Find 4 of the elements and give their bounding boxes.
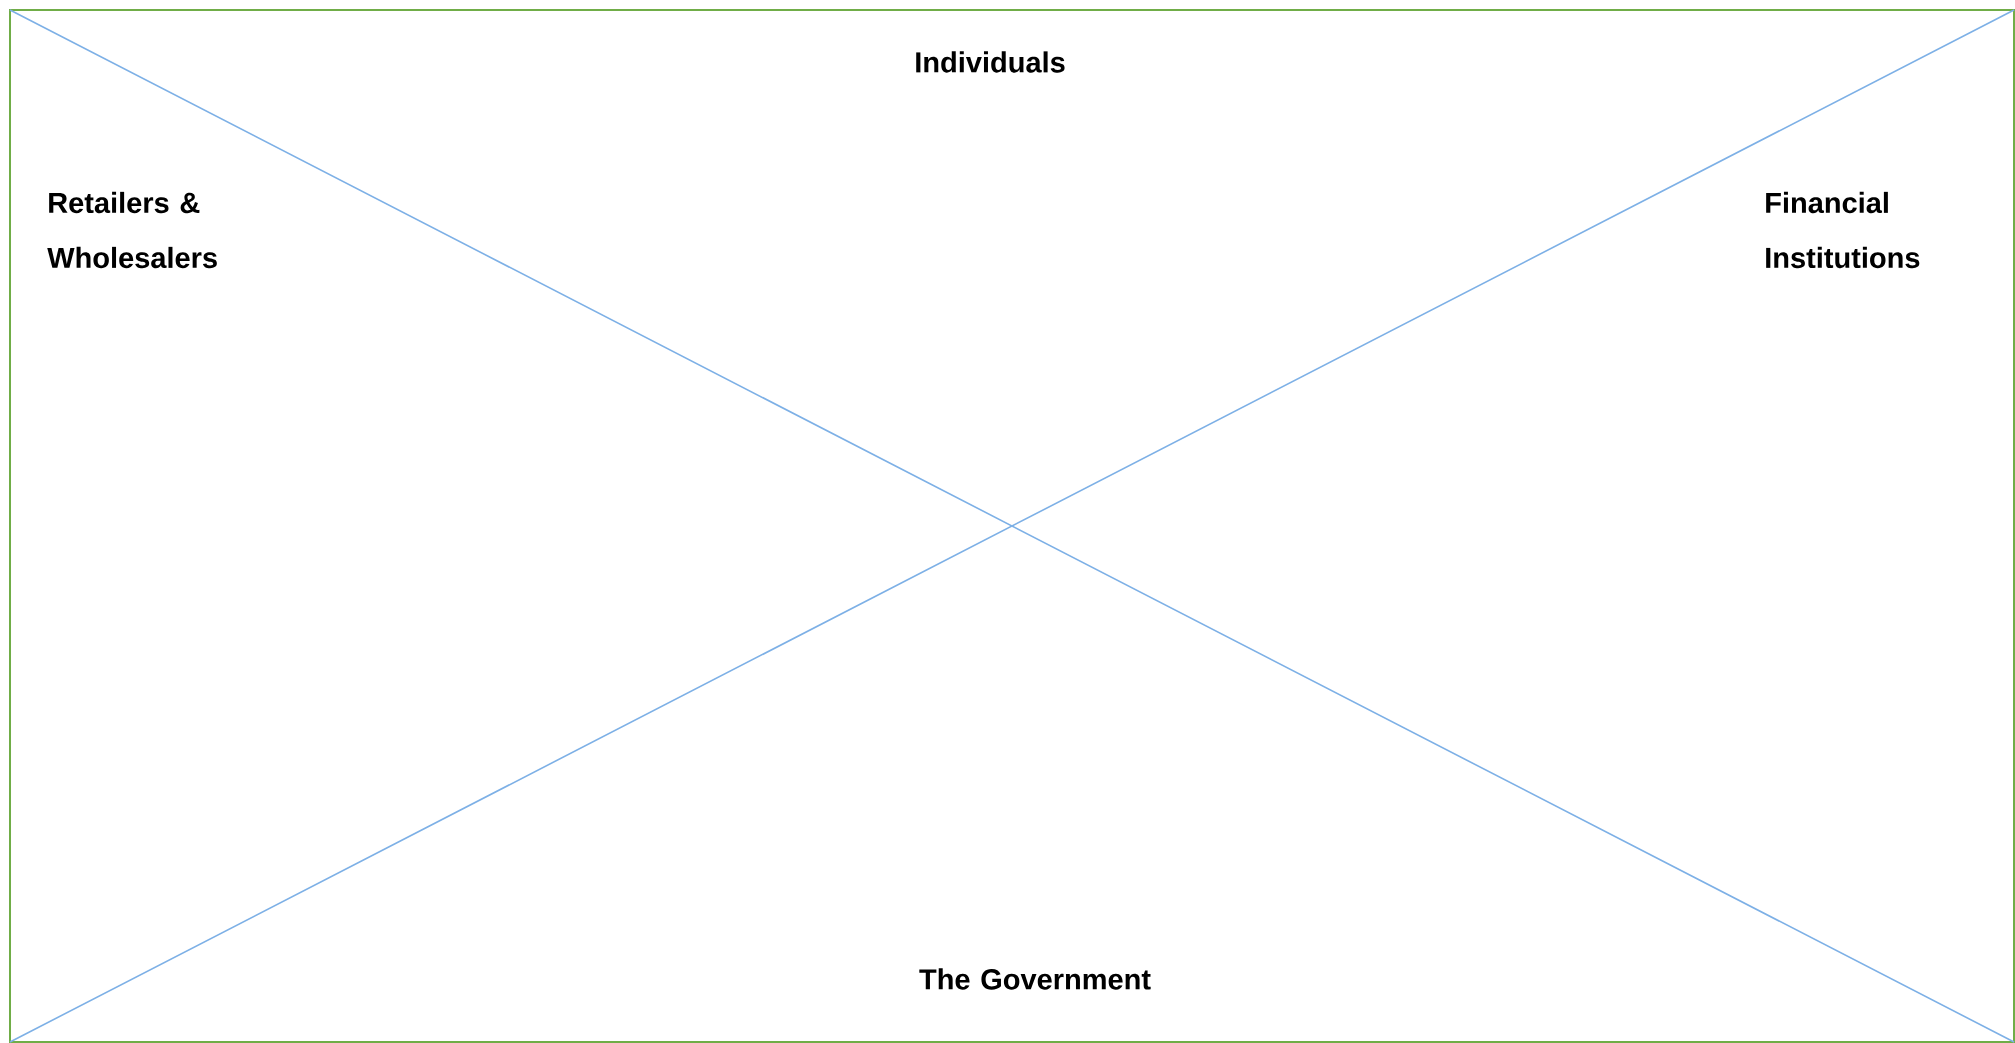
quadrant-label: Individuals xyxy=(916,51,1065,73)
quadrant-label: Retailers & Wholesalers xyxy=(47,191,217,269)
quadrant-label: The Government xyxy=(919,968,1151,990)
quadrant-label: Financial Institutions xyxy=(1766,191,1920,269)
